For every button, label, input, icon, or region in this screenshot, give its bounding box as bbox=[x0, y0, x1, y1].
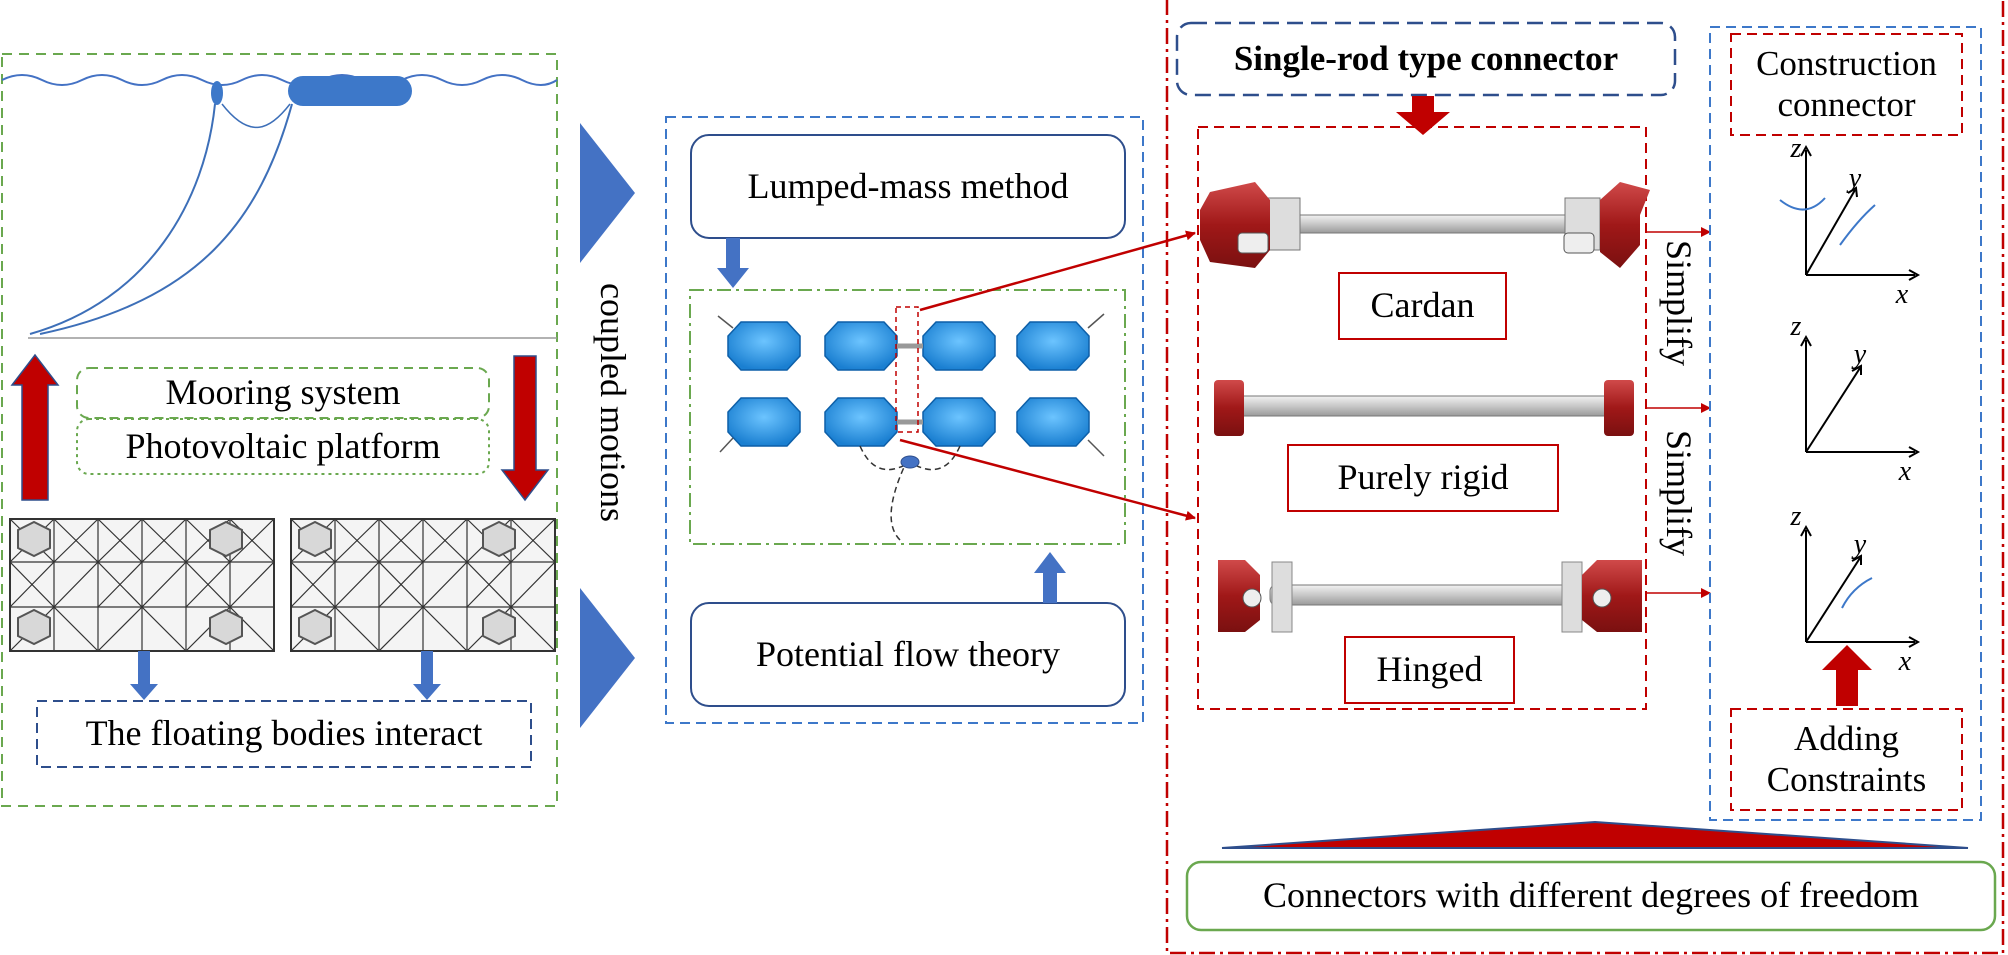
right-panel bbox=[1165, 0, 2005, 955]
lumped-mass-label: Lumped-mass method bbox=[747, 165, 1069, 206]
down-arrow-red bbox=[1396, 96, 1450, 135]
connector-title: Single-rod type connector bbox=[1233, 38, 1619, 78]
construction-frame bbox=[1709, 26, 1982, 821]
connector-highlight bbox=[895, 306, 919, 433]
floating-body bbox=[922, 397, 996, 447]
middle-panel-frame bbox=[665, 116, 1144, 724]
mooring-line bbox=[29, 103, 216, 335]
floating-body bbox=[727, 397, 801, 447]
pointer-line bbox=[899, 438, 1196, 521]
title-box bbox=[1175, 21, 1677, 97]
adding-box bbox=[1730, 708, 1963, 811]
floating-body bbox=[727, 321, 801, 371]
floating-body bbox=[824, 397, 898, 447]
axis-z-label: z bbox=[1790, 310, 1802, 342]
lumped-box bbox=[690, 134, 1126, 239]
axis-y-label: y bbox=[1853, 528, 1867, 560]
axes-cardan bbox=[1779, 144, 1921, 281]
platform-float bbox=[288, 76, 412, 106]
connector-frame bbox=[1197, 126, 1647, 710]
simplify-label-top: Simplify bbox=[1659, 240, 1699, 367]
construction-box bbox=[1730, 33, 1963, 136]
potential-box bbox=[690, 602, 1126, 707]
array-frame bbox=[689, 289, 1126, 545]
axis-z-label: z bbox=[1790, 500, 1802, 532]
hinged-connector-figure bbox=[1218, 560, 1642, 633]
right-panel-frame bbox=[1165, 0, 2005, 955]
simplify-label-bottom: Simplify bbox=[1659, 430, 1699, 557]
pointer-line bbox=[919, 230, 1196, 312]
dof-box bbox=[1185, 860, 1997, 932]
up-arrow-small bbox=[1034, 552, 1066, 603]
up-arrow-red bbox=[1822, 645, 1872, 706]
axes-hinged bbox=[1800, 524, 1921, 648]
small-buoy bbox=[211, 81, 223, 105]
left-panel bbox=[1, 53, 558, 807]
mooring-system-label: Mooring system bbox=[165, 372, 401, 413]
platform-box bbox=[76, 418, 490, 475]
dof-label: Connectors with different degrees of fre… bbox=[1262, 875, 1920, 916]
potential-flow-label: Potential flow theory bbox=[756, 633, 1060, 674]
axis-z-label: z bbox=[1790, 132, 1802, 164]
left-panel-frame bbox=[1, 53, 558, 807]
axis-x-label: x bbox=[1898, 455, 1912, 487]
rotation-arrow bbox=[1841, 577, 1873, 609]
mooring-box bbox=[76, 367, 490, 419]
axis-x-label: x bbox=[1898, 645, 1912, 677]
hinged-label: Hinged bbox=[1344, 636, 1515, 704]
anchor-buoy bbox=[900, 455, 920, 469]
down-arrow-small bbox=[413, 651, 441, 700]
mooring-line bbox=[39, 103, 293, 335]
cardan-connector-figure bbox=[1200, 182, 1650, 268]
rotation-arrow bbox=[1839, 204, 1876, 246]
floating-body bbox=[824, 321, 898, 371]
interact-box bbox=[36, 700, 532, 768]
purely-rigid-label: Purely rigid bbox=[1287, 444, 1559, 512]
sea-surface-wave bbox=[1, 74, 558, 86]
photovoltaic-platform-label: Photovoltaic platform bbox=[125, 425, 441, 466]
rotation-arrow bbox=[1779, 197, 1826, 211]
axis-y-label: y bbox=[1848, 162, 1862, 194]
flow-triangle-bottom bbox=[580, 588, 635, 728]
rigid-connector-figure bbox=[1214, 380, 1634, 436]
axis-y-label: y bbox=[1853, 338, 1867, 370]
floating-body bbox=[1016, 397, 1090, 447]
axis-x-label: x bbox=[1895, 278, 1909, 310]
mooring-line bbox=[221, 103, 291, 129]
cardan-label: Cardan bbox=[1338, 272, 1507, 340]
pv-platform-grid-right bbox=[290, 518, 556, 652]
floating-body bbox=[1016, 321, 1090, 371]
down-arrow-small bbox=[130, 651, 158, 700]
flow-triangle-top bbox=[580, 123, 635, 263]
floating-body bbox=[922, 321, 996, 371]
construction-connector-label: Construction connector bbox=[1756, 44, 1937, 124]
mooring-lines-array bbox=[859, 445, 961, 541]
axes-rigid bbox=[1800, 334, 1921, 458]
down-arrow bbox=[500, 355, 550, 502]
down-arrow-small bbox=[717, 238, 749, 288]
middle-panel bbox=[665, 116, 1196, 724]
up-arrow bbox=[10, 353, 60, 501]
wedge-graphic bbox=[1221, 820, 1969, 849]
adding-constraints-label: Adding Constraints bbox=[1766, 719, 1927, 799]
coupled-motions-label: coupled motions bbox=[593, 283, 633, 522]
pv-platform-grid-left bbox=[9, 518, 275, 652]
floating-body-array bbox=[727, 321, 1090, 447]
floating-bodies-interact-label: The floating bodies interact bbox=[85, 713, 483, 754]
